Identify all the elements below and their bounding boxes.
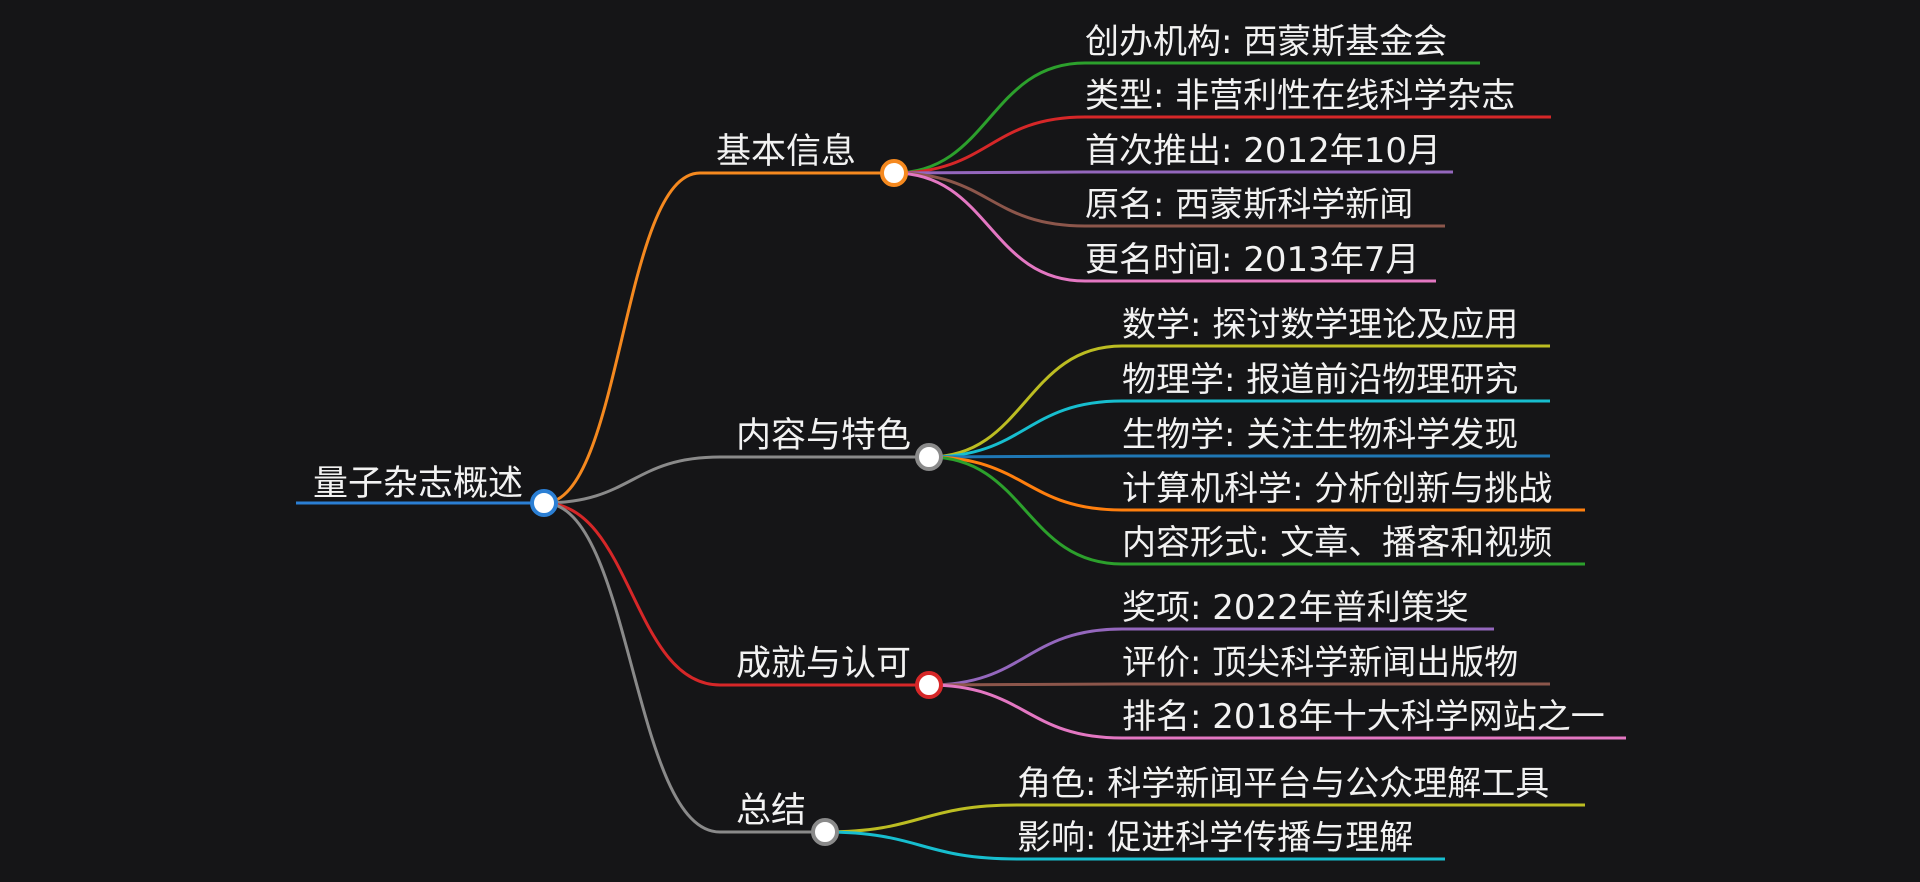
leaf-label-0-3: 原名: 西蒙斯科学新闻	[1085, 185, 1413, 225]
leaf-link-1-2	[928, 454, 1123, 459]
branch-label-0: 基本信息	[716, 132, 856, 172]
leaf-label-1-2: 生物学: 关注生物科学发现	[1122, 415, 1518, 455]
leaf-label-0-2: 首次推出: 2012年10月	[1085, 131, 1441, 171]
branch-link-3	[543, 501, 721, 834]
root-node[interactable]	[530, 489, 558, 517]
leaf-label-1-4: 内容形式: 文章、播客和视频	[1122, 523, 1552, 563]
leaf-label-0-1: 类型: 非营利性在线科学杂志	[1085, 76, 1515, 116]
leaf-link-1-1	[928, 399, 1123, 459]
leaf-label-1-3: 计算机科学: 分析创新与挑战	[1122, 469, 1552, 509]
branch-node-1[interactable]	[915, 443, 943, 471]
leaf-link-0-2	[893, 170, 1086, 175]
leaf-label-0-4: 更名时间: 2013年7月	[1085, 240, 1419, 280]
leaf-link-0-1	[893, 115, 1086, 175]
leaf-label-2-2: 排名: 2018年十大科学网站之一	[1122, 697, 1605, 737]
leaf-link-1-4	[928, 455, 1123, 566]
leaf-label-1-0: 数学: 探讨数学理论及应用	[1122, 305, 1518, 345]
leaf-link-0-4	[893, 171, 1086, 283]
leaf-link-0-3	[893, 171, 1086, 228]
leaf-label-2-1: 评价: 顶尖科学新闻出版物	[1122, 643, 1518, 683]
leaf-link-1-0	[928, 344, 1123, 459]
leaf-label-1-1: 物理学: 报道前沿物理研究	[1122, 360, 1518, 400]
branch-node-3[interactable]	[811, 818, 839, 846]
branch-link-2	[543, 501, 721, 687]
leaf-label-0-0: 创办机构: 西蒙斯基金会	[1085, 22, 1447, 62]
leaf-link-1-3	[928, 455, 1123, 512]
leaf-label-3-0: 角色: 科学新闻平台与公众理解工具	[1017, 764, 1549, 804]
mindmap-links	[296, 61, 1626, 861]
branch-link-1	[543, 455, 721, 505]
leaf-label-3-1: 影响: 促进科学传播与理解	[1017, 818, 1413, 858]
leaf-link-0-0	[893, 61, 1086, 175]
leaf-link-3-0	[824, 803, 1018, 834]
branch-link-0	[543, 171, 701, 505]
branch-node-2[interactable]	[915, 671, 943, 699]
leaf-label-2-0: 奖项: 2022年普利策奖	[1122, 588, 1469, 628]
root-label: 量子杂志概述	[313, 464, 523, 504]
leaf-link-2-0	[928, 627, 1123, 687]
branch-label-1: 内容与特色	[736, 416, 911, 456]
leaf-link-2-2	[928, 683, 1123, 740]
branch-label-3: 总结	[736, 791, 806, 831]
leaf-link-2-1	[928, 682, 1123, 687]
branch-label-2: 成就与认可	[736, 644, 911, 684]
leaf-link-3-1	[824, 830, 1018, 861]
branch-node-0[interactable]	[880, 159, 908, 187]
